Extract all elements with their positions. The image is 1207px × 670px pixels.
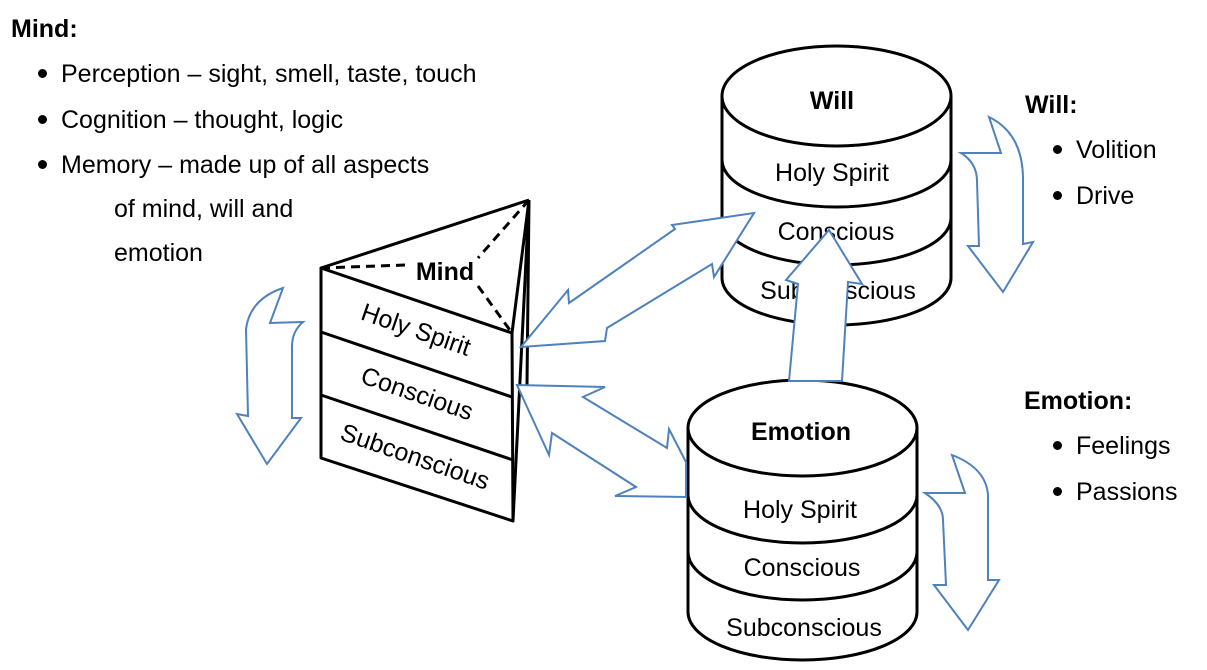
- emotion-cylinder-layer-label: Holy Spirit: [743, 496, 857, 524]
- will-cylinder-layer-divider: [720, 159, 953, 209]
- mind-note-item: Memory – made up of all aspects: [38, 150, 429, 180]
- emotion-cylinder-layer-label: Conscious: [744, 554, 861, 582]
- mind-will-double-arrow: [518, 211, 756, 349]
- will-notes-heading: Will:: [1025, 91, 1078, 119]
- will-cylinder-top: [720, 44, 953, 148]
- will-cylinder-title: Will: [810, 87, 854, 115]
- mind-prism: [319, 198, 531, 523]
- emotion-cylinder-layer-label: Subconscious: [726, 614, 882, 642]
- bullet-icon: [38, 114, 47, 124]
- will-cycle-arrow: [957, 115, 1036, 294]
- will-cylinder-layer-label: Holy Spirit: [775, 159, 889, 187]
- will-note-item: Drive: [1053, 181, 1134, 211]
- emotion-note-item: Feelings: [1053, 431, 1171, 461]
- emotion-cycle-arrow: [921, 453, 1001, 632]
- emotion-cylinder: [686, 378, 919, 662]
- bullet-icon: [38, 159, 47, 169]
- mind-prism-hidden-edge: [476, 285, 514, 334]
- will-note-text: Volition: [1076, 136, 1157, 164]
- mind-prism-layer-divider: [320, 393, 514, 462]
- mind-note-continuation: of mind, will and: [114, 195, 294, 223]
- mind-note-item: Perception – sight, smell, taste, touch: [38, 59, 477, 89]
- emotion-notes-heading: Emotion:: [1024, 387, 1133, 415]
- emotion-note-text: Feelings: [1076, 432, 1171, 460]
- emotion-note-text: Passions: [1076, 478, 1178, 506]
- mind-prism-side-edge: [510, 199, 531, 334]
- emotion-cylinder-title: Emotion: [751, 418, 851, 446]
- will-note-text: Drive: [1076, 182, 1135, 210]
- mind-prism-back-edge: [511, 199, 531, 522]
- mind-prism-layer-divider: [320, 330, 513, 399]
- mind-prism-top-edge: [320, 198, 530, 270]
- emotion-note-item: Passions: [1053, 477, 1177, 507]
- mind-note-continuation: emotion: [114, 239, 203, 267]
- mind-cycle-arrow: [235, 286, 306, 466]
- emotion-cylinder-layer-divider: [686, 494, 919, 545]
- mind-prism-title: Mind: [416, 258, 474, 286]
- mind-note-text: Perception – sight, smell, taste, touch: [61, 60, 477, 88]
- mind-note-text: Memory – made up of all aspects: [61, 151, 430, 179]
- bullet-icon: [1053, 190, 1062, 200]
- mind-prism-hidden-edge: [476, 199, 531, 259]
- mind-note-text: Cognition – thought, logic: [61, 106, 344, 134]
- mind-emotion-double-arrow: [515, 383, 687, 499]
- bullet-icon: [38, 68, 47, 78]
- emotion-to-will-arrow: [784, 228, 864, 382]
- mind-note-item: Cognition – thought, logic: [38, 105, 343, 135]
- will-note-item: Volition: [1053, 135, 1157, 165]
- emotion-cylinder-layer-divider: [686, 551, 919, 602]
- mind-prism-front-face: [319, 266, 515, 523]
- bullet-icon: [1053, 440, 1062, 450]
- will-cylinder: [720, 44, 953, 327]
- mind-notes-heading: Mind:: [11, 15, 78, 43]
- bullet-icon: [1053, 486, 1062, 496]
- bullet-icon: [1053, 144, 1062, 154]
